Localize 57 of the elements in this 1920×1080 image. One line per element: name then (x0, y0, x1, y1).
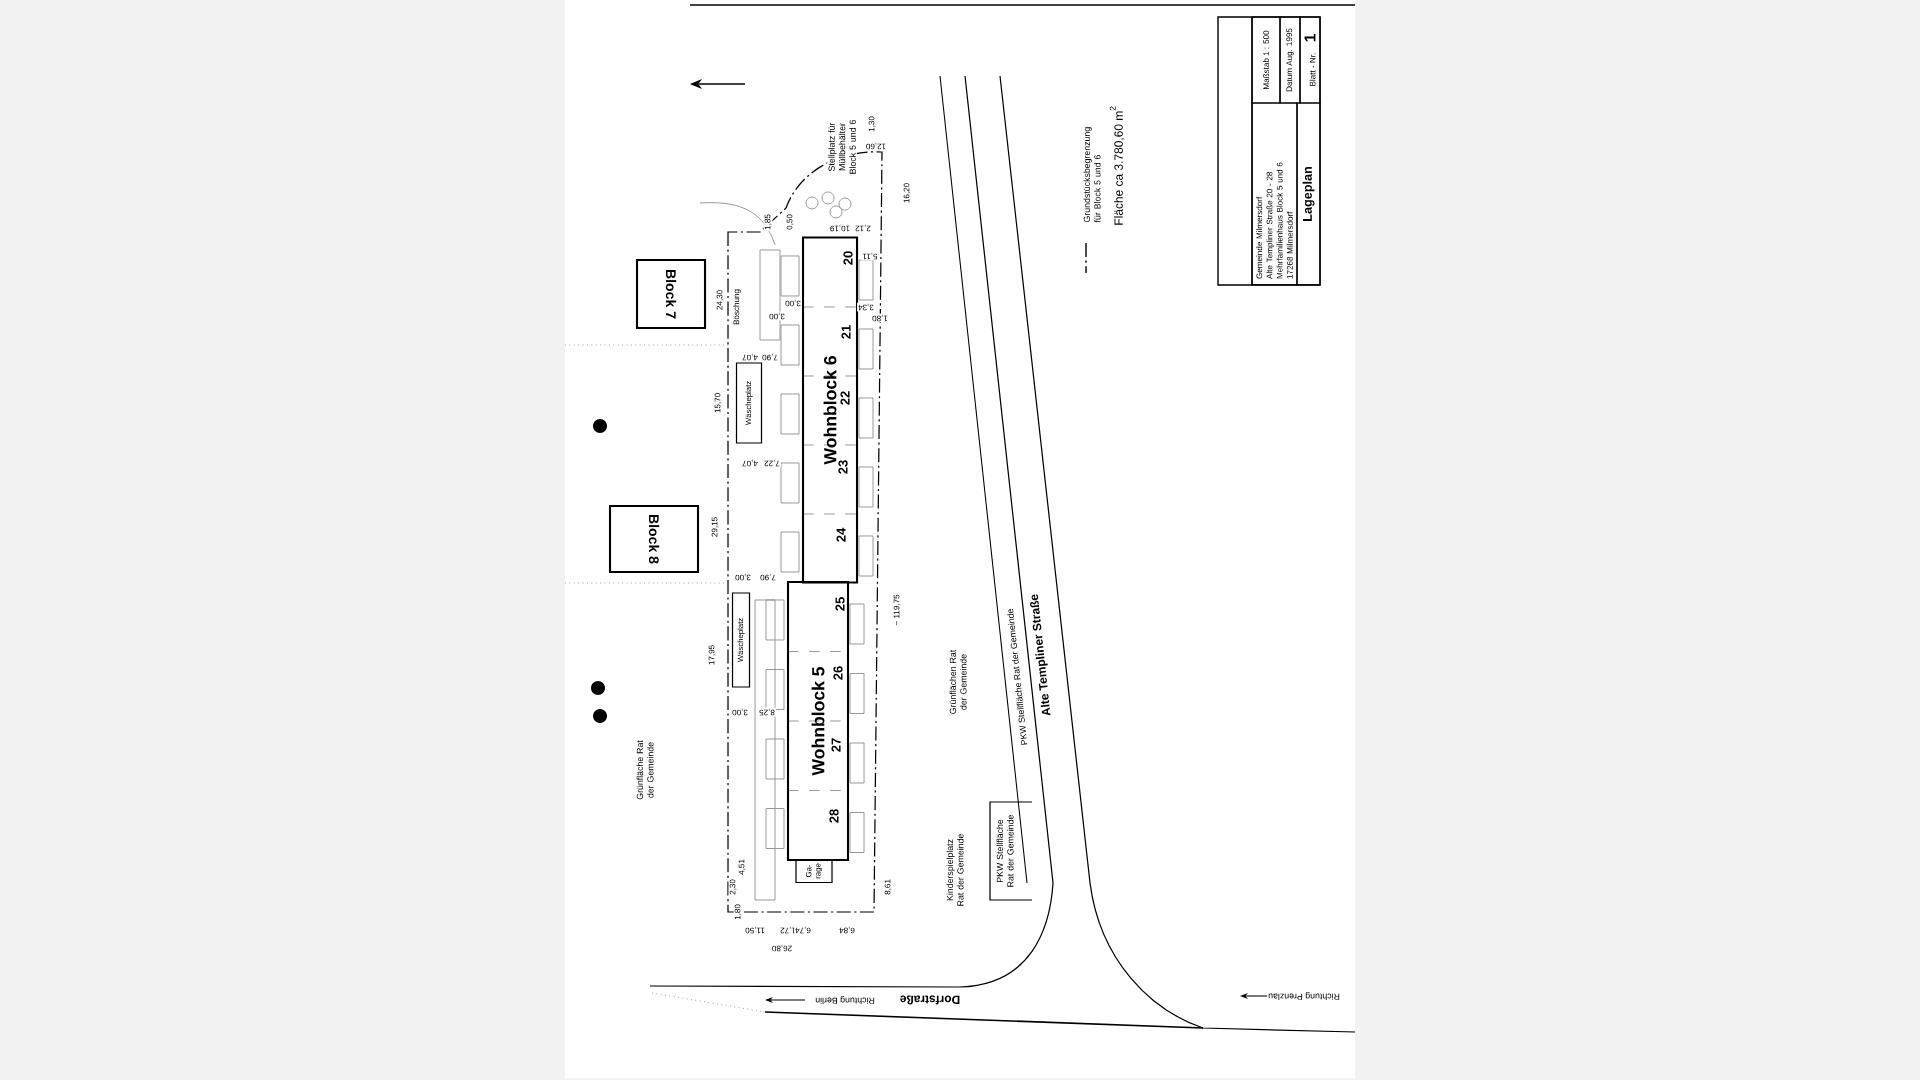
dimension-label: 6,84 (838, 925, 856, 935)
area-label: Stellplatz für Müllbehälter Block 5 und 6 (827, 106, 857, 188)
unit-number: 25 (834, 595, 846, 613)
building-block: Block 8 (608, 504, 700, 574)
area-label: Böschung (732, 287, 742, 327)
dimension-label: 0,50 (785, 213, 795, 231)
dimension-label: 1,80 (871, 313, 889, 323)
title-block-cell: Lageplan (1296, 102, 1321, 286)
unit-number: 26 (832, 664, 844, 682)
area-label: Kinderspielplatz Rat der Gemeinde (945, 818, 965, 922)
area-label: Grünfläche Rat der Gemeinde (635, 723, 655, 817)
dimension-label: 3,00 (768, 311, 786, 321)
dimension-label: 11,50 (744, 925, 766, 935)
street-name: Dorfstraße (898, 994, 962, 1006)
dimension-label: 16,20 (902, 181, 912, 205)
dimension-label: 7,22 (763, 458, 781, 468)
dimension-label: 8,61 (883, 878, 893, 896)
dimension-label: 29,15 (710, 515, 720, 539)
dimension-label: 7,90 (759, 572, 777, 582)
parking-area-box: PKW Stellfläche Rat der Gemeinde (989, 801, 1033, 901)
dimension-label: 7,90 (761, 352, 779, 362)
unit-number: 22 (839, 389, 851, 407)
unit-number: 24 (835, 526, 847, 544)
dimension-label: 6,74 (794, 925, 812, 935)
title-block-cell: Datum Aug. 1995 (1279, 16, 1301, 104)
unit-number: 28 (828, 807, 840, 825)
unit-number: 27 (830, 736, 842, 754)
direction-label: Richtung Prenzlau (1267, 990, 1341, 1002)
dimension-label: 1,30 (867, 115, 877, 133)
dimension-label: 1,85 (763, 213, 773, 231)
dimension-label: 15,70 (713, 391, 723, 415)
dimension-label: 10,19 (828, 223, 852, 233)
title-block-cell: Maßstab 1 : 500 (1251, 16, 1281, 104)
unit-number: 20 (842, 249, 854, 267)
building-block: Block 7 (635, 258, 707, 330)
dimension-label: 1,80 (733, 903, 743, 921)
title-block-cell: Blatt - Nr. 1 (1299, 16, 1321, 104)
dimension-label: 17,95 (707, 643, 717, 667)
dimension-label: 2,12 (854, 223, 872, 233)
dimension-label: 3,00 (731, 707, 749, 717)
dimension-label: 24,30 (715, 288, 725, 312)
legend-label: Grundstücksbegrenzung für Block 5 und 6 (1083, 127, 1101, 223)
dimension-label: 8,25 (758, 707, 776, 717)
dimension-label: 26,80 (770, 943, 794, 953)
area-label: PKW Stellfläche Rat der Gemeinde (1005, 607, 1029, 747)
direction-label: Richtung Berlin (814, 994, 876, 1006)
dimension-label: 2,30 (728, 878, 738, 896)
title-block-cell: Gemeinde Milmersdorf Alte Templiner Straße 20 - 28 Mehrfamilienhaus Block 5 und 6 17268 Milmersdorf (1251, 102, 1298, 286)
street-name: Alte Templiner Straße (1027, 592, 1055, 718)
dimension-label: 4,51 (737, 858, 747, 876)
dimension-label: 12,60 (864, 141, 888, 151)
dimension-label: ~ 119,75 (892, 593, 902, 627)
unit-number: 21 (840, 323, 852, 341)
area-label: Grünflächen Rat der Gemeinde (948, 633, 968, 731)
dimension-label: 3,00 (734, 572, 752, 582)
dimension-label: 4,07 (741, 458, 759, 468)
unit-number: 23 (837, 458, 849, 476)
